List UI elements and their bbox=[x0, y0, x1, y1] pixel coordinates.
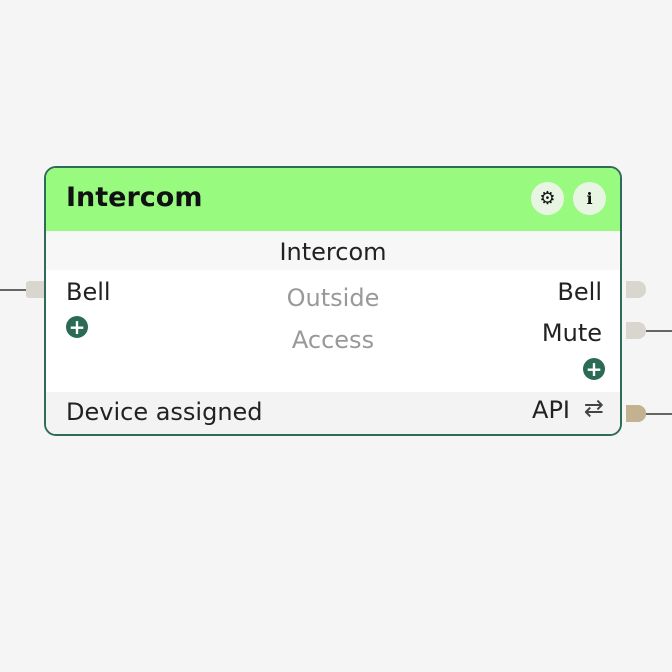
wire-api bbox=[646, 413, 672, 415]
center-line-outside: Outside bbox=[286, 284, 380, 312]
port-output-bell[interactable] bbox=[626, 281, 646, 298]
api-label: API bbox=[532, 396, 570, 424]
gear-icon[interactable]: ⚙ bbox=[531, 182, 564, 215]
node-subtitle: Intercom bbox=[46, 231, 620, 270]
output-label-mute: Mute bbox=[541, 319, 602, 347]
port-api[interactable] bbox=[626, 405, 646, 422]
swap-arrows-icon[interactable]: ⇄ bbox=[583, 394, 604, 422]
wire-output-mute bbox=[646, 330, 672, 332]
add-output-plus-icon[interactable]: + bbox=[583, 358, 605, 380]
input-label-bell: Bell bbox=[66, 278, 111, 306]
port-output-mute[interactable] bbox=[626, 322, 646, 339]
node-title: Intercom bbox=[66, 182, 203, 213]
device-status: Device assigned bbox=[66, 398, 263, 426]
node-header[interactable]: Intercom ⚙ i bbox=[46, 168, 620, 232]
center-line-access: Access bbox=[291, 326, 375, 354]
wire-input-bell bbox=[0, 289, 28, 291]
output-label-bell: Bell bbox=[557, 278, 602, 306]
port-input-bell[interactable] bbox=[26, 281, 44, 298]
info-icon[interactable]: i bbox=[573, 182, 606, 215]
add-input-plus-icon[interactable]: + bbox=[66, 316, 88, 338]
node-footer: Device assigned API ⇄ bbox=[46, 392, 620, 434]
intercom-node[interactable]: Intercom ⚙ i Intercom Bell + Outside Acc… bbox=[44, 166, 622, 436]
